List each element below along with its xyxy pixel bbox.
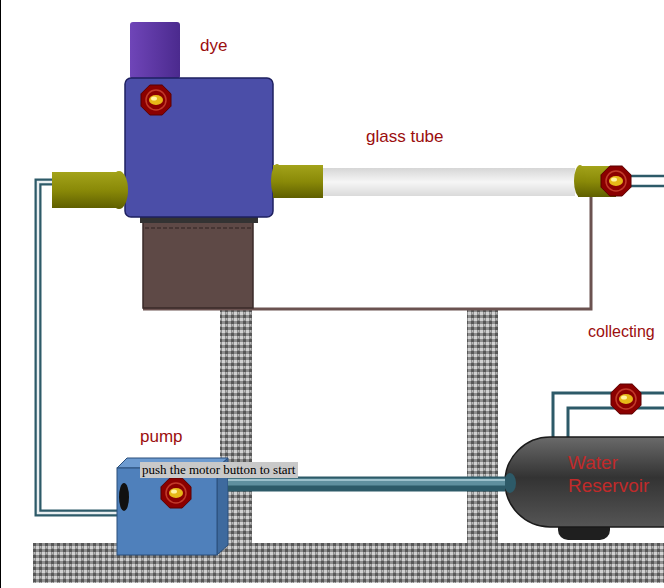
- pipe-shine: [228, 479, 505, 486]
- reservoir-pipe: [553, 393, 664, 440]
- pipe-fitting: [574, 165, 586, 197]
- label-anchor: collecting: [588, 322, 655, 342]
- pipe-fitting: [271, 164, 283, 198]
- pipe-connector: [228, 480, 505, 484]
- support-pillar: [467, 308, 498, 544]
- glass-tube: [323, 168, 575, 196]
- glass-tube-label: glass tube: [366, 127, 618, 147]
- motor-hint-text: push the motor button to start: [140, 462, 298, 478]
- reservoir-label: Water Reservoir: [568, 451, 664, 497]
- reservoir-inlet: [504, 473, 516, 493]
- valve-button: [601, 166, 631, 196]
- frame-border: [0, 0, 1, 588]
- pipe-wall: [228, 477, 505, 492]
- water-reservoir: Water Reservoir: [505, 437, 664, 527]
- part-label: collecting: [588, 322, 655, 342]
- valve-button: [141, 85, 171, 115]
- reservoir-pipe: [568, 408, 664, 440]
- reservoir-tank: [505, 437, 664, 527]
- dye-bottle: [130, 22, 180, 79]
- pipe-highlight: [228, 479, 505, 481]
- inlet-pipe-inner: [38, 182, 120, 513]
- dye-bottle: dye: [130, 22, 180, 79]
- motor-hint: push the motor button to start: [140, 462, 298, 478]
- pump-body: [117, 468, 217, 555]
- pump-label: pump: [140, 427, 251, 447]
- inlet-pipe: [38, 182, 120, 513]
- motor-housing: [143, 222, 253, 308]
- valve-button: [611, 384, 641, 414]
- glass-tube: glass tube: [323, 168, 575, 196]
- motor-button: [161, 478, 191, 508]
- pipe-fitting: [52, 172, 118, 208]
- mixing-chamber: [125, 78, 273, 217]
- pipe-fitting: [110, 171, 128, 209]
- motor-housing-seam: [145, 228, 251, 229]
- pump-inlet: [119, 483, 129, 511]
- dye-label: dye: [200, 36, 250, 56]
